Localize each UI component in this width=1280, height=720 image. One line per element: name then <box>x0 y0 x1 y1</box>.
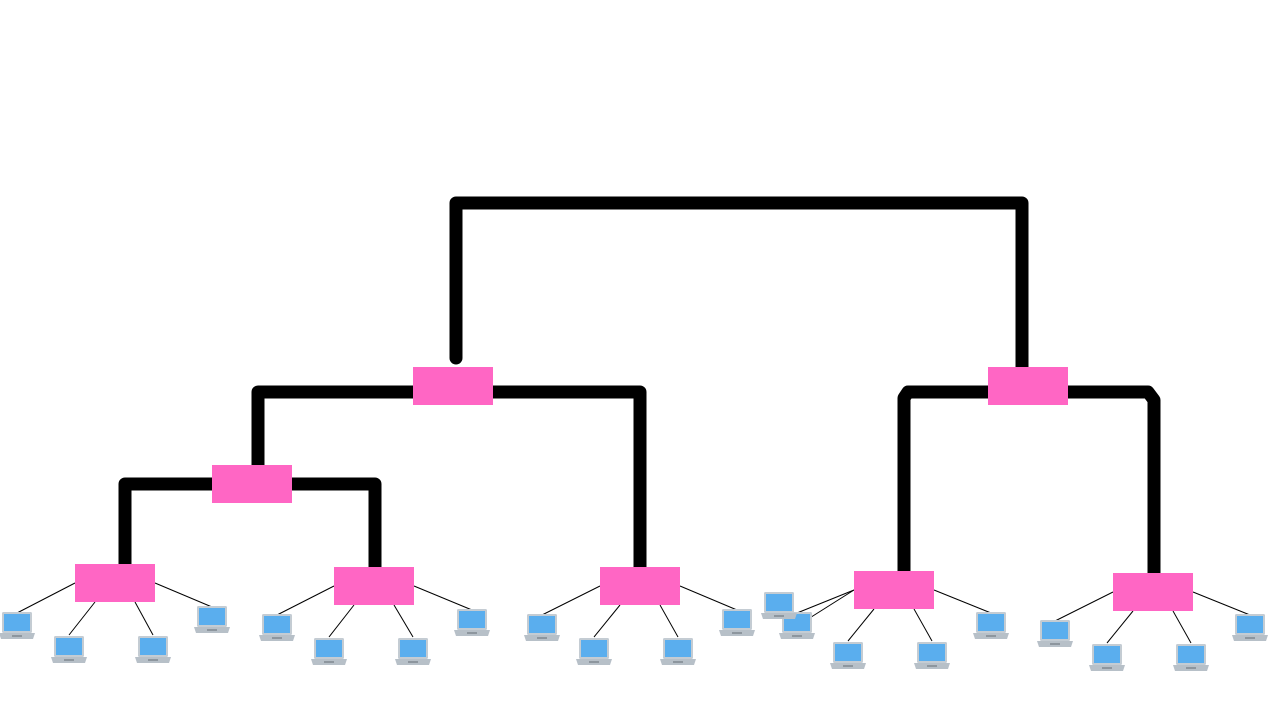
access-link <box>154 582 213 608</box>
access-link <box>1106 610 1134 644</box>
access-link <box>1172 610 1192 644</box>
switch-node-access-5 <box>1113 573 1193 611</box>
access-link <box>1054 591 1114 622</box>
laptop-icon <box>51 636 87 663</box>
laptop-icon <box>914 642 950 669</box>
laptop-icon <box>973 612 1009 639</box>
laptops <box>0 592 1268 671</box>
trunk-link <box>118 477 222 573</box>
access-link <box>659 604 679 638</box>
switch-node-access-2 <box>334 567 414 605</box>
laptop-icon <box>395 638 431 665</box>
laptop-icon <box>311 638 347 665</box>
access-link <box>796 589 855 614</box>
access-link <box>847 608 875 642</box>
laptop-icon <box>194 606 230 633</box>
switch-node-distribution-left <box>212 465 292 503</box>
laptop-icon <box>0 612 35 639</box>
trunk-link <box>251 385 422 475</box>
access-link <box>276 585 335 616</box>
laptop-icon <box>1089 644 1125 671</box>
laptop-icon <box>259 614 295 641</box>
trunk-links <box>118 196 1161 583</box>
laptop-icon <box>576 638 612 665</box>
access-links <box>16 582 1251 644</box>
access-link <box>68 601 96 636</box>
access-link <box>393 604 414 638</box>
switch-node-access-1 <box>75 564 155 602</box>
laptop-icon <box>524 614 560 641</box>
access-link <box>593 604 621 638</box>
laptop-icon <box>761 592 797 619</box>
laptop-icon <box>719 609 755 636</box>
laptop-icon <box>1173 644 1209 671</box>
switch-node-access-3 <box>600 567 680 605</box>
access-link <box>413 585 473 611</box>
access-link <box>1192 591 1251 616</box>
switch-node-core-left <box>413 367 493 405</box>
switch-node-core-right <box>988 367 1068 405</box>
trunk-link <box>283 477 382 577</box>
switch-node-access-4 <box>854 571 934 609</box>
trunk-link <box>897 385 997 579</box>
trunk-link <box>449 196 1029 375</box>
access-link <box>16 582 76 614</box>
laptop-icon <box>454 609 490 636</box>
switches <box>75 367 1193 611</box>
access-link <box>541 585 601 616</box>
access-link <box>328 604 355 638</box>
trunk-link <box>1059 385 1161 583</box>
laptop-icon <box>1232 614 1268 641</box>
laptop-icon <box>660 638 696 665</box>
access-link <box>679 585 738 611</box>
laptop-icon <box>135 636 171 663</box>
laptop-icon <box>1037 620 1073 647</box>
access-link <box>134 601 154 636</box>
access-link <box>913 608 933 642</box>
laptop-icon <box>830 642 866 669</box>
access-link <box>933 589 992 614</box>
trunk-link <box>484 385 647 577</box>
